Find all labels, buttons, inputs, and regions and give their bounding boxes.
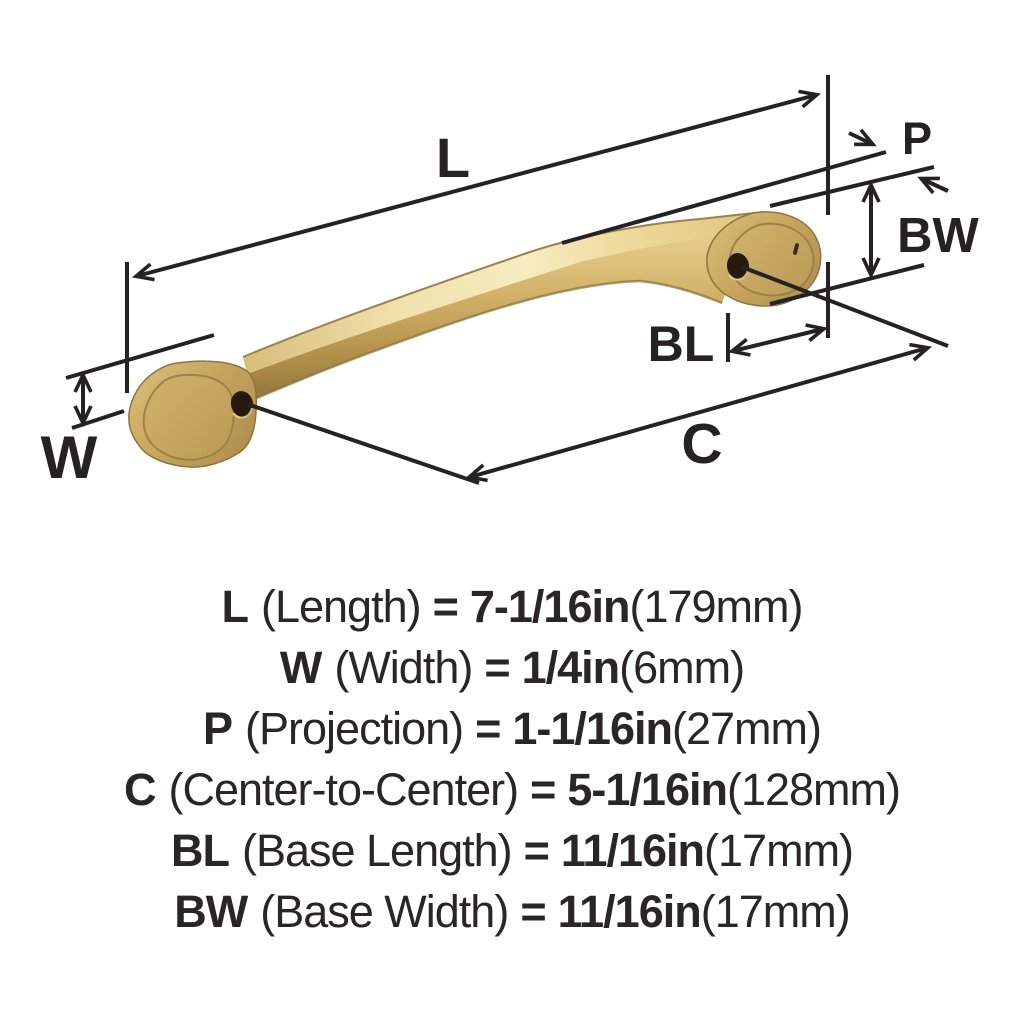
dimension-lines (65, 75, 949, 485)
legend-metric: (6mm) (619, 642, 745, 693)
c-leader-line-left (246, 402, 480, 485)
legend-row-length: L (Length) = 7-1/16in (179mm) (221, 581, 803, 642)
legend-metric: (179mm) (629, 581, 803, 632)
legend-value: 11/16in (560, 825, 705, 876)
c-leader-line-right (741, 265, 949, 348)
screw-hole-left-highlight (232, 407, 253, 419)
bw-boundary-line-lower (769, 263, 925, 306)
legend-equals: = (523, 825, 550, 876)
dimension-label-base-length: BL (648, 316, 715, 372)
legend-value: 1-1/16in (512, 703, 673, 754)
legend-value: 7-1/16in (469, 581, 631, 632)
legend-metric: (128mm) (726, 764, 901, 815)
legend-row-base-length: BL (Base Length) = 11/16in (17mm) (170, 825, 854, 886)
dimension-label-projection: P (902, 113, 932, 164)
legend-equals: = (484, 642, 510, 693)
dimension-label-width: W (41, 424, 98, 491)
legend-value: 1/4in (521, 642, 621, 693)
legend-value: 11/16in (557, 886, 702, 937)
legend-equals: = (520, 886, 546, 937)
w-boundary-line-upper (65, 333, 215, 380)
handle-bar-bottom-edge (251, 279, 723, 402)
legend-equals: = (475, 703, 501, 754)
legend-metric: (17mm) (700, 886, 851, 937)
c-dimension-line (470, 348, 927, 477)
bl-dimension-line (733, 329, 823, 351)
legend-equals: = (432, 581, 459, 632)
legend-name: (Base Width) (260, 886, 509, 937)
p-arrow-lower (922, 179, 949, 191)
legend-name: (Base Length) (241, 825, 513, 876)
l-dimension-line (137, 95, 816, 276)
legend-equals: = (530, 764, 556, 815)
legend-name: (Width) (334, 642, 473, 693)
legend-row-center-to-center: C (Center-to-Center) = 5-1/16in (128mm) (123, 764, 901, 825)
screw-hole-left (230, 391, 254, 417)
dimension-label-center-to-center: C (681, 412, 722, 476)
legend-row-width: W (Width) = 1/4in (6mm) (279, 642, 745, 703)
legend-label: L (221, 581, 248, 632)
legend-label: C (123, 764, 156, 815)
legend-row-base-width: BW (Base Width) = 11/16in (17mm) (174, 886, 851, 947)
legend-name: (Center-to-Center) (168, 764, 519, 815)
legend-metric: (17mm) (704, 825, 854, 876)
legend-label: BW (174, 886, 248, 937)
legend-name: (Projection) (245, 703, 464, 754)
dimension-label-base-width: BW (897, 209, 979, 263)
legend-label: BL (170, 825, 230, 876)
legend-metric: (27mm) (671, 703, 822, 754)
dimension-label-length: L (436, 126, 470, 189)
p-boundary-line-lower (769, 165, 935, 208)
legend-row-projection: P (Projection) = 1-1/16in (27mm) (203, 703, 822, 764)
p-boundary-line-upper (561, 150, 887, 245)
legend-label: P (203, 703, 233, 754)
legend-value: 5-1/16in (567, 764, 728, 815)
dimension-diagram-canvas: L P BW BL C W (41, 75, 980, 491)
handle-left-foot-recess (142, 373, 235, 461)
legend-name: (Length) (260, 581, 422, 632)
dimension-legend: L (Length) = 7-1/16in (179mm) W (Width) … (0, 581, 1024, 947)
legend-label: W (279, 642, 322, 693)
p-arrow-upper (848, 133, 872, 144)
